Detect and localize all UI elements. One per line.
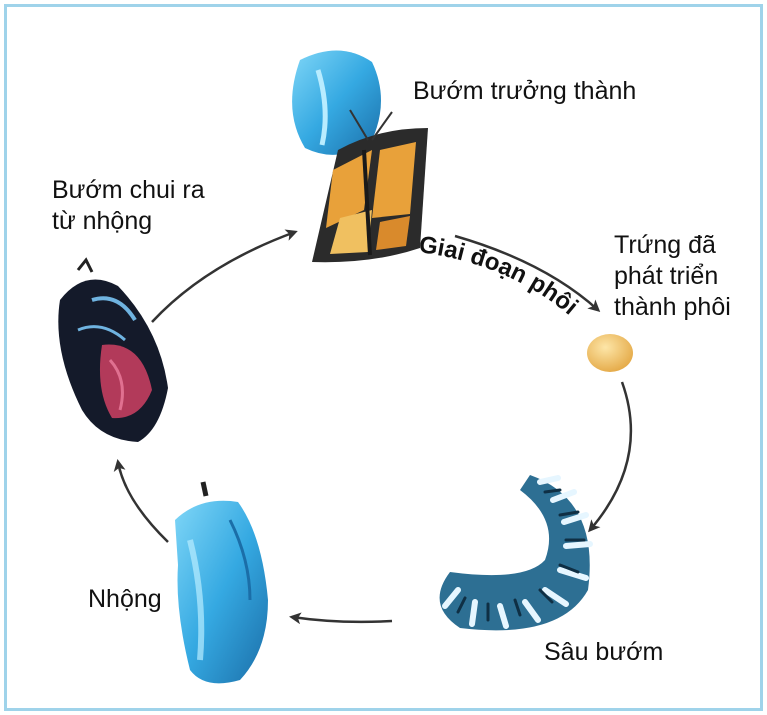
embryonic-stage-label-path: Giai đoạn phôi	[417, 231, 583, 320]
egg-icon	[587, 334, 633, 372]
arrow-egg-to-larva	[590, 382, 631, 530]
adult-butterfly-label: Bướm trưởng thành	[413, 76, 636, 107]
arrow-larva-to-pupa	[292, 617, 392, 622]
caterpillar-label: Sâu bướm	[544, 637, 663, 668]
embryonic-stage-label: Giai đoạn phôi	[417, 231, 583, 320]
pupa-label: Nhộng	[88, 584, 162, 615]
egg-label-line-2: phát triển	[614, 261, 731, 292]
caterpillar-icon	[440, 475, 590, 630]
adult-butterfly-icon	[292, 50, 428, 262]
egg-label-line-3: thành phôi	[614, 292, 731, 323]
pupa-icon	[175, 482, 268, 683]
egg-label: Trứng đã phát triển thành phôi	[614, 230, 731, 323]
arrow-pupa-to-emerging	[118, 462, 168, 542]
emerging-butterfly-label: Bướm chui ra từ nhộng	[52, 175, 205, 237]
egg-label-line-1: Trứng đã	[614, 230, 731, 261]
emerging-butterfly-icon	[58, 260, 168, 442]
emerging-label-line-2: từ nhộng	[52, 206, 205, 237]
emerging-label-line-1: Bướm chui ra	[52, 175, 205, 206]
arrow-emerging-to-adult	[152, 232, 295, 322]
